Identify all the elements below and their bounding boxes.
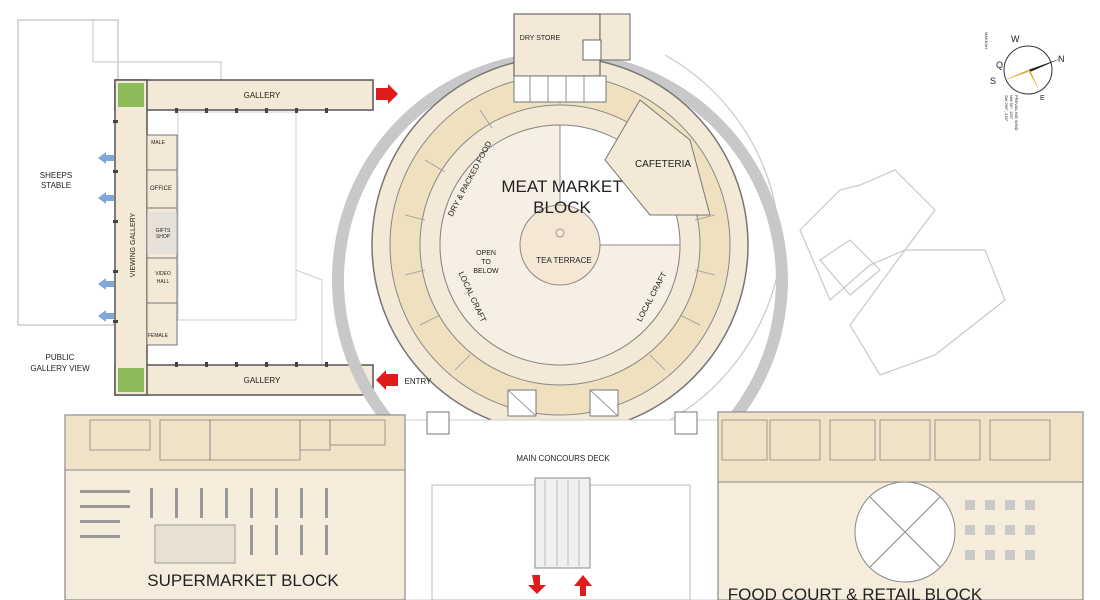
down-arrow <box>528 575 546 594</box>
compass-note-2: PREVAILING WIND <box>1014 95 1019 131</box>
label-stable: STABLE <box>41 181 71 190</box>
label-food-court: FOOD COURT & RETAIL BLOCK <box>728 585 983 600</box>
concourse-deck <box>399 411 721 600</box>
label-meat-market: MEAT MARKET <box>501 177 622 196</box>
label-sheeps: SHEEPS <box>40 171 72 180</box>
compass-note-4: SW 200°, 235° <box>1004 95 1009 122</box>
compass-w: W <box>1011 34 1020 44</box>
label-female: FEMALE <box>148 333 169 339</box>
label-dry-store: DRY STORE <box>520 35 561 42</box>
label-below: BELOW <box>473 268 499 275</box>
label-gallery-view: GALLERY VIEW <box>30 364 90 373</box>
label-cafeteria: CAFETERIA <box>635 159 691 170</box>
label-gifts-shop: SHOP <box>156 234 171 240</box>
label-office: OFFICE <box>150 186 172 192</box>
label-video: VIDEO <box>155 271 171 277</box>
label-supermarket: SUPERMARKET BLOCK <box>147 571 339 590</box>
label-main-concourse: MAIN CONCOURS DECK <box>516 454 610 463</box>
viewing-arrows <box>98 152 114 322</box>
compass-note-3: NW 90°, 135° <box>1009 95 1014 120</box>
sheeps-stable-area <box>17 19 323 392</box>
label-gifts: GIFTS <box>156 228 171 234</box>
label-tea-terrace: TEA TERRACE <box>536 256 591 265</box>
label-gallery-top: GALLERY <box>244 91 281 100</box>
label-to: TO <box>481 259 491 266</box>
label-public: PUBLIC <box>46 353 75 362</box>
gallery-wing <box>113 79 374 396</box>
label-viewing-gallery: VIEWING GALLERY <box>130 212 137 277</box>
compass-rose: W Q S N E MAKKAH PREVAILING WIND NW 90°,… <box>984 32 1065 131</box>
tree-top <box>118 83 144 107</box>
entry-arrow <box>376 370 398 390</box>
food-court-block <box>717 411 1084 600</box>
label-male: MALE <box>151 140 165 146</box>
label-meat-market-block: BLOCK <box>533 198 591 217</box>
label-open: OPEN <box>476 250 496 257</box>
supermarket-block <box>64 414 406 600</box>
tree-bottom <box>118 368 144 392</box>
compass-q: Q <box>996 60 1003 70</box>
compass-n: N <box>1058 54 1065 64</box>
label-video-hall: HALL <box>157 279 170 285</box>
compass-e: E <box>1040 95 1045 102</box>
label-gallery-bottom: GALLERY <box>244 376 281 385</box>
gallery-exit-arrow <box>376 84 398 104</box>
meat-market-block <box>331 13 788 508</box>
label-entry: ENTRY <box>405 377 433 386</box>
adjacent-building <box>799 169 1006 376</box>
compass-s: S <box>990 76 996 86</box>
compass-note-1: MAKKAH <box>984 32 989 49</box>
up-arrow <box>574 575 592 596</box>
